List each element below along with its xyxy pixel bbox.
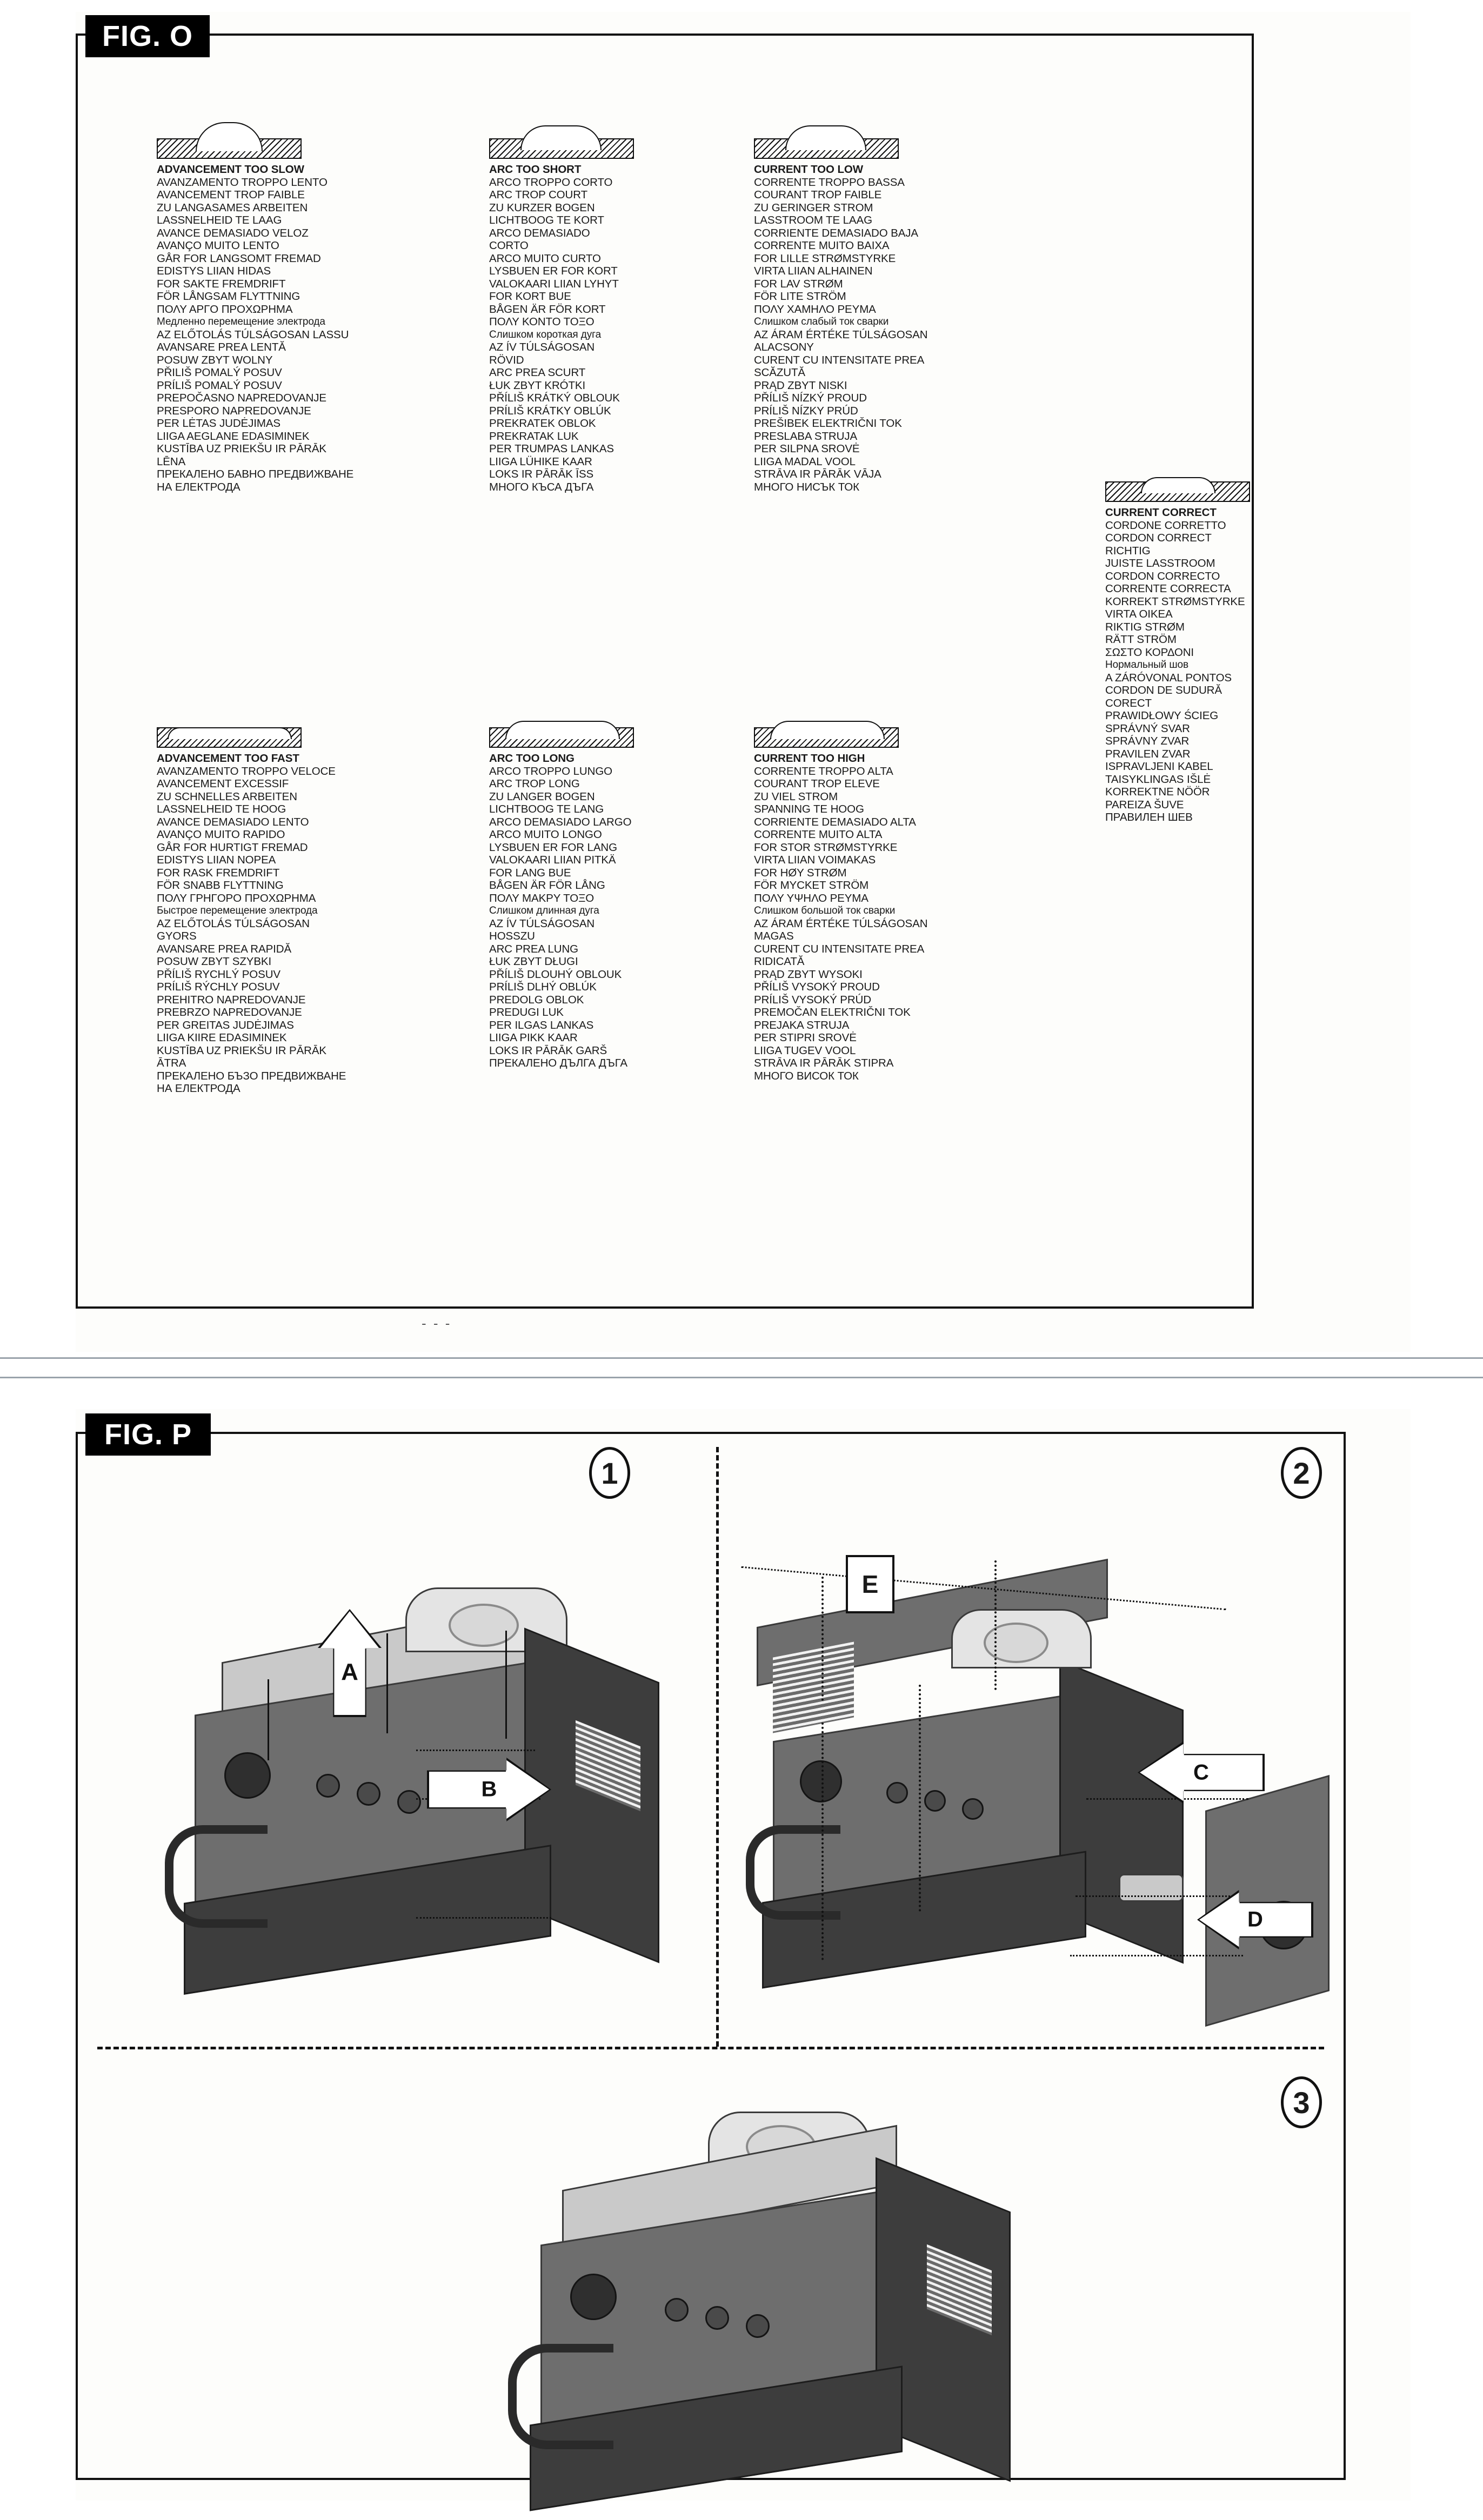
weld-defect-current-too-low: CURRENT TOO LOW CORRENTE TROPPO BASSA CO… <box>754 125 1089 493</box>
welder-illustration-panel-3 <box>476 2101 1081 2511</box>
weld-defect-label-list: ADVANCEMENT TOO SLOW AVANZAMENTO TROPPO … <box>157 163 354 493</box>
panel-divider-horizontal <box>97 2047 1324 2049</box>
page-separator-bottom <box>0 1377 1483 1378</box>
weld-defect-label-list: ARC TOO LONG ARCO TROPPO LUNGO ARC TROP … <box>489 752 632 1069</box>
weld-defect-label-list: ADVANCEMENT TOO FAST AVANZAMENTO TROPPO … <box>157 752 346 1095</box>
current-selector-knob[interactable] <box>224 1752 271 1799</box>
current-selector-knob[interactable] <box>800 1760 842 1802</box>
panel-number-2: 2 <box>1281 1447 1322 1499</box>
weld-bead-rounded-high-icon <box>754 125 1089 160</box>
control-knob-1[interactable] <box>665 2298 689 2322</box>
control-knob-2[interactable] <box>705 2306 729 2330</box>
alignment-line <box>1070 1955 1243 1956</box>
leader-line <box>505 1631 507 1739</box>
alignment-line <box>994 1560 997 1690</box>
control-knob-2[interactable] <box>924 1790 946 1812</box>
alignment-line <box>919 1685 921 1912</box>
carry-handle[interactable] <box>508 2344 613 2449</box>
figure-o-sheet: FIG. O ADVANCEMENT TOO SLOW AVANZAMENTO … <box>76 12 1411 1352</box>
control-knob-2[interactable] <box>357 1782 380 1806</box>
weld-bead-correct-icon <box>1105 468 1408 503</box>
leader-line <box>416 1917 551 1919</box>
page-separator-top <box>0 1357 1483 1359</box>
welder-illustration-panel-1 <box>113 1571 697 2020</box>
figure-o-footer-marks: - - - <box>422 1315 452 1331</box>
panel-divider-vertical <box>716 1447 719 2047</box>
figure-o-tag: FIG. O <box>85 15 210 57</box>
control-knob-3[interactable] <box>746 2314 770 2338</box>
ventilation-slots <box>773 1641 854 1733</box>
alignment-line <box>821 1723 824 1960</box>
callout-label-d: D <box>1247 1907 1263 1932</box>
weld-bead-tall-narrow-icon <box>489 125 792 160</box>
callout-label-b: B <box>481 1777 497 1801</box>
weld-defect-label-list: CURRENT TOO HIGH CORRENTE TROPPO ALTA CO… <box>754 752 928 1082</box>
weld-bead-wide-flat-icon <box>157 714 492 749</box>
control-knob-3[interactable] <box>397 1790 421 1814</box>
alignment-line <box>821 1577 824 1701</box>
figure-p-sheet: FIG. P 1 2 3 <box>76 1409 1411 2511</box>
leader-line <box>386 1633 388 1733</box>
wire-reel <box>449 1604 519 1647</box>
weld-defect-advancement-too-slow: ADVANCEMENT TOO SLOW AVANZAMENTO TROPPO … <box>157 122 481 493</box>
current-selector-knob[interactable] <box>570 2274 617 2320</box>
alignment-line <box>1075 1895 1238 1897</box>
figure-p-tag: FIG. P <box>85 1413 211 1456</box>
alignment-line <box>1086 1798 1248 1800</box>
weld-defect-current-correct: CURRENT CORRECT CORDONE CORRETTO CORDON … <box>1105 468 1408 824</box>
panel-number-3: 3 <box>1281 2076 1322 2128</box>
callout-label-a: A <box>341 1659 358 1685</box>
weld-defect-arc-too-short: ARC TOO SHORT ARCO TROPPO CORTO ARC TROP… <box>489 125 792 493</box>
weld-defect-label-list: CURRENT CORRECT CORDONE CORRETTO CORDON … <box>1105 506 1245 823</box>
weld-bead-spatter-icon <box>754 714 1100 749</box>
figure-o-frame <box>76 33 1254 1309</box>
weld-defect-label-list: CURRENT TOO LOW CORRENTE TROPPO BASSA CO… <box>754 163 928 493</box>
welder-illustration-panel-2 <box>740 1544 1351 2030</box>
weld-bead-long-flat-icon <box>489 714 803 749</box>
control-knob-1[interactable] <box>886 1782 908 1804</box>
carry-handle[interactable] <box>165 1825 268 1928</box>
weld-defect-label-list: ARC TOO SHORT ARCO TROPPO CORTO ARC TROP… <box>489 163 620 493</box>
gas-fitting <box>1119 1874 1184 1902</box>
control-knob-3[interactable] <box>962 1798 984 1820</box>
callout-label-c: C <box>1193 1760 1209 1784</box>
weld-bead-narrow-high-icon <box>157 122 481 160</box>
weld-defect-advancement-too-fast: ADVANCEMENT TOO FAST AVANZAMENTO TROPPO … <box>157 714 492 1095</box>
leader-line <box>416 1750 535 1751</box>
carry-handle[interactable] <box>746 1825 840 1920</box>
wire-reel <box>984 1623 1048 1663</box>
callout-label-e: E <box>846 1555 894 1613</box>
panel-number-1: 1 <box>589 1447 630 1499</box>
weld-defect-current-too-high: CURRENT TOO HIGH CORRENTE TROPPO ALTA CO… <box>754 714 1100 1082</box>
weld-defect-arc-too-long: ARC TOO LONG ARCO TROPPO LUNGO ARC TROP … <box>489 714 803 1070</box>
control-knob-1[interactable] <box>316 1774 340 1798</box>
leader-line <box>268 1679 269 1760</box>
